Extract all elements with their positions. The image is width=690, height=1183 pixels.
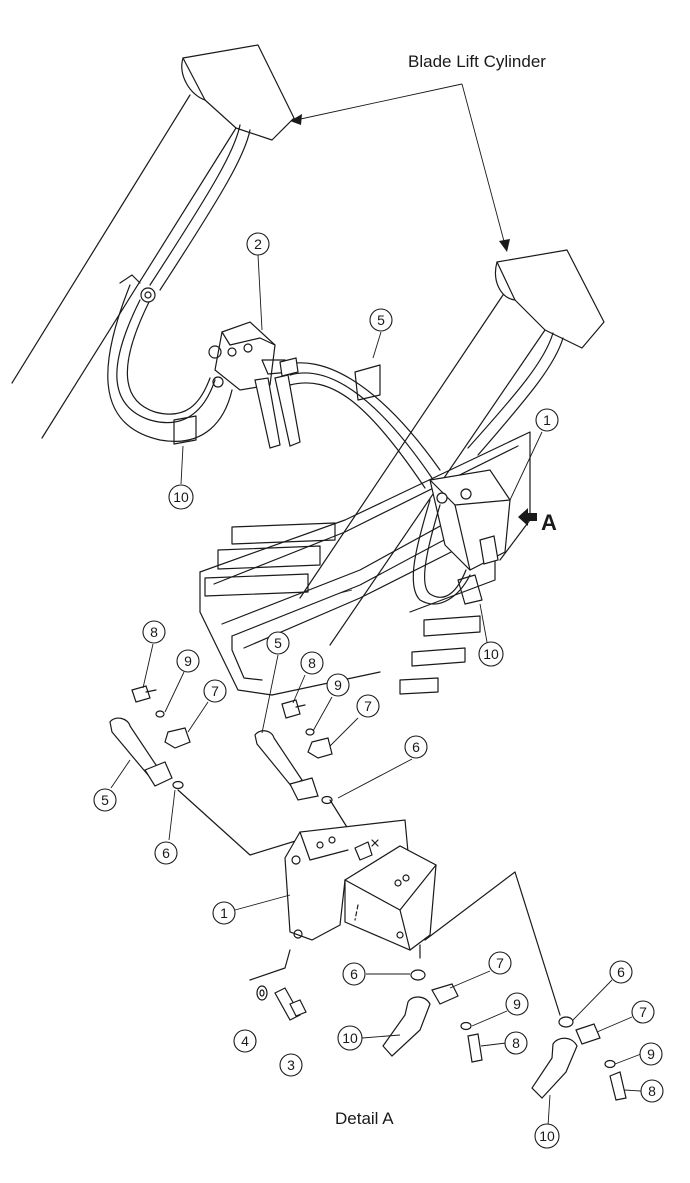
detail-caption: Detail A xyxy=(335,1109,394,1128)
callout: 8 xyxy=(640,1079,664,1103)
callout: 9 xyxy=(326,673,350,697)
svg-text:8: 8 xyxy=(150,624,158,640)
left-hose-set xyxy=(107,274,233,445)
callout: 7 xyxy=(631,1000,655,1024)
svg-text:7: 7 xyxy=(211,683,219,699)
valve-assembly xyxy=(208,321,301,449)
callout: 9 xyxy=(639,1042,663,1066)
callout: 8 xyxy=(300,651,324,675)
svg-text:2: 2 xyxy=(254,236,262,252)
upper-fitting-set-center xyxy=(254,699,333,805)
blade-lift-cylinder-label: Blade Lift Cylinder xyxy=(408,52,546,71)
svg-text:10: 10 xyxy=(173,489,189,505)
callout: 6 xyxy=(609,960,633,984)
svg-text:7: 7 xyxy=(639,1004,647,1020)
svg-text:8: 8 xyxy=(512,1035,520,1051)
title-leaders xyxy=(290,83,510,252)
callout: 1 xyxy=(535,408,559,432)
svg-text:10: 10 xyxy=(342,1030,358,1046)
callout: 6 xyxy=(342,962,366,986)
svg-text:9: 9 xyxy=(647,1046,655,1062)
callout: 5 xyxy=(369,308,393,332)
callout: 1 xyxy=(212,901,236,925)
callout: 6 xyxy=(404,735,428,759)
valve-to-cylinder-hoses xyxy=(279,357,441,489)
svg-text:10: 10 xyxy=(483,646,499,662)
junction-block-detail xyxy=(177,789,561,1016)
svg-text:3: 3 xyxy=(287,1057,295,1073)
callout: 5 xyxy=(93,788,117,812)
lower-fitting-set-middle xyxy=(382,969,483,1063)
svg-text:6: 6 xyxy=(350,966,358,982)
svg-text:6: 6 xyxy=(617,964,625,980)
callout: 2 xyxy=(246,232,270,256)
view-marker-label: A xyxy=(541,510,557,535)
view-marker-arrow xyxy=(518,508,537,526)
upper-fitting-set-left xyxy=(109,685,191,790)
callout: 3 xyxy=(279,1053,303,1077)
svg-text:10: 10 xyxy=(539,1128,555,1144)
svg-text:5: 5 xyxy=(101,792,109,808)
callout: 6 xyxy=(154,841,178,865)
left-lift-cylinder xyxy=(11,44,295,439)
callout: 8 xyxy=(142,620,166,644)
callout: 9 xyxy=(505,992,529,1016)
svg-text:8: 8 xyxy=(308,655,316,671)
svg-text:6: 6 xyxy=(412,739,420,755)
lower-fitting-set-right xyxy=(531,1016,627,1101)
callout: 7 xyxy=(203,679,227,703)
callout: 7 xyxy=(356,694,380,718)
svg-text:8: 8 xyxy=(648,1083,656,1099)
callout: 7 xyxy=(488,951,512,975)
callout: 4 xyxy=(233,1029,257,1053)
callout: 5 xyxy=(266,631,290,655)
svg-text:5: 5 xyxy=(377,312,385,328)
right-lift-cylinder xyxy=(299,249,605,646)
svg-text:1: 1 xyxy=(543,412,551,428)
svg-text:1: 1 xyxy=(220,905,228,921)
callout: 8 xyxy=(504,1031,528,1055)
callout: 10 xyxy=(478,641,504,667)
svg-text:4: 4 xyxy=(241,1033,249,1049)
svg-text:7: 7 xyxy=(364,698,372,714)
callout: 9 xyxy=(176,649,200,673)
callouts: 2 5 1 10 10 8 9 7 5 8 9 7 5 6 6 1 6 7 9 … xyxy=(93,232,664,1149)
svg-text:7: 7 xyxy=(496,955,504,971)
lower-bolt-set xyxy=(249,949,307,1021)
leader-lines xyxy=(110,254,642,1127)
svg-text:9: 9 xyxy=(513,996,521,1012)
callout: 10 xyxy=(337,1025,363,1051)
callout: 10 xyxy=(168,484,194,510)
svg-text:9: 9 xyxy=(334,677,342,693)
svg-text:9: 9 xyxy=(184,653,192,669)
callout: 10 xyxy=(534,1123,560,1149)
svg-text:6: 6 xyxy=(162,845,170,861)
svg-text:5: 5 xyxy=(274,635,282,651)
junction-block-installed xyxy=(412,469,511,605)
